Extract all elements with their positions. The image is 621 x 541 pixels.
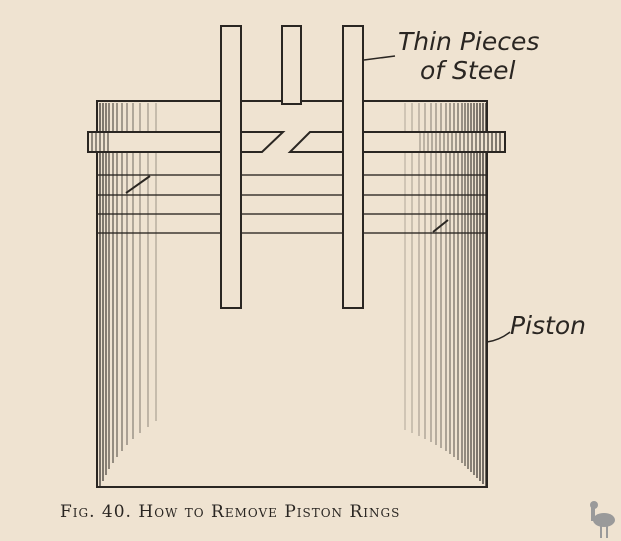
figure-caption: Fig. 40. How to Remove Piston Rings [60, 502, 401, 522]
ring-gap-mark-right [432, 219, 449, 233]
steel-strip-right [342, 25, 364, 309]
steel-label-line2: of Steel [420, 56, 516, 85]
piston-ring-right-half [287, 131, 506, 153]
ring-grooves [97, 174, 487, 234]
piston-leader-line [486, 331, 511, 343]
emu-logo [590, 501, 615, 538]
piston-label: Piston [510, 311, 586, 340]
ring-gap-mark-left [125, 175, 151, 194]
steel-strip-middle [281, 25, 302, 105]
steel-label-line1: Thin Pieces [398, 27, 540, 56]
steel-strip-left [220, 25, 242, 309]
steel-leader-line [363, 55, 396, 61]
ring-shading [91, 133, 501, 151]
piston-shading [99, 103, 487, 487]
piston-ring-left-half [87, 131, 286, 153]
